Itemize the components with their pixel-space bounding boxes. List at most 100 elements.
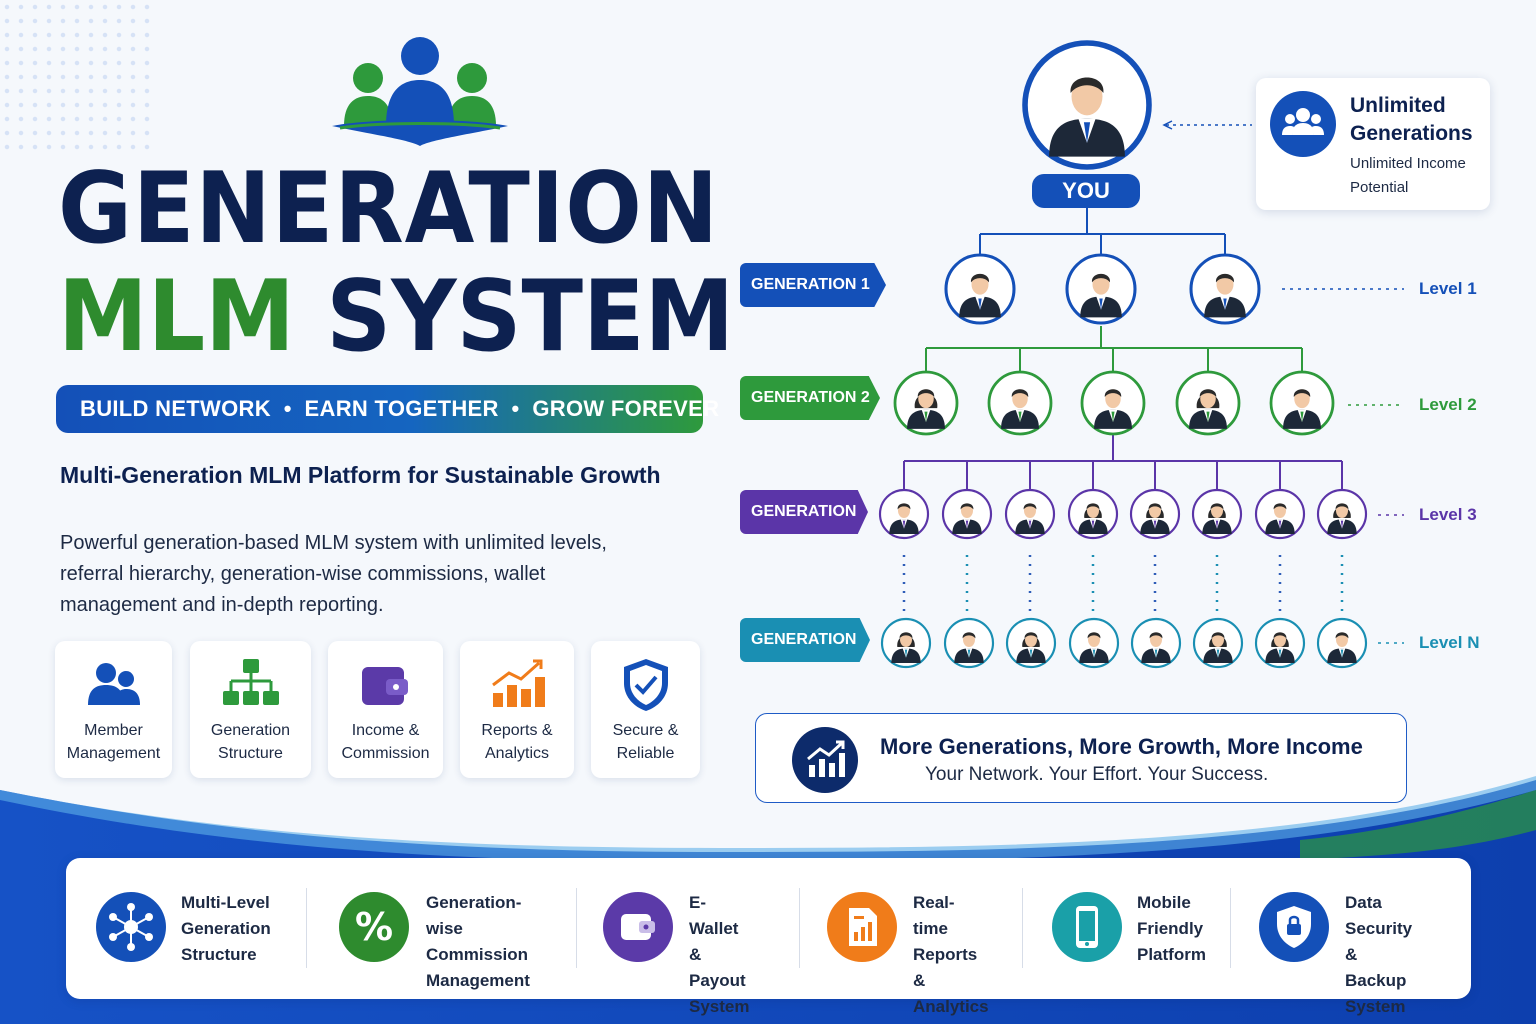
divider bbox=[1230, 888, 1231, 968]
level-1-label: Level 1 bbox=[1419, 279, 1477, 298]
title-line1: GENERATION bbox=[58, 152, 720, 266]
bottom-label: Platform bbox=[1137, 945, 1206, 964]
feature-card-reports: Reports & Analytics bbox=[460, 641, 574, 778]
divider bbox=[576, 888, 577, 968]
genN-member bbox=[1130, 617, 1182, 669]
you-avatar bbox=[1022, 40, 1152, 170]
feature-label: Reliable bbox=[616, 745, 675, 762]
growth-subtitle: Your Network. Your Effort. Your Success. bbox=[925, 764, 1269, 785]
title-line2: MLM SYSTEM bbox=[58, 268, 734, 366]
growth-title: More Generations, More Growth, More Inco… bbox=[880, 734, 1363, 759]
gen1-member bbox=[1065, 253, 1137, 325]
gen2-member bbox=[987, 370, 1053, 436]
shield-check-icon bbox=[623, 659, 668, 711]
feature-label: Analytics bbox=[484, 745, 550, 762]
users-icon bbox=[87, 663, 140, 705]
growth-chart-icon bbox=[792, 727, 858, 793]
generation-3-tag: GENERATION 3 bbox=[740, 490, 868, 534]
gen3-member bbox=[1129, 488, 1181, 540]
bottom-label: Payout bbox=[689, 971, 746, 990]
report-icon bbox=[827, 892, 897, 962]
decorative-dots bbox=[0, 0, 150, 150]
gen1-member bbox=[944, 253, 1016, 325]
bottom-label: Friendly bbox=[1137, 919, 1204, 938]
bottom-label: System bbox=[1345, 997, 1406, 1016]
feature-label: Secure & bbox=[612, 722, 679, 739]
divider bbox=[799, 888, 800, 968]
description: Powerful generation-based MLM system wit… bbox=[60, 532, 607, 616]
generation-1-tag: GENERATION 1 bbox=[740, 263, 886, 307]
connector-gen1 bbox=[979, 208, 1226, 256]
gen3-member bbox=[1316, 488, 1368, 540]
gen3-member bbox=[878, 488, 930, 540]
bottom-label: System bbox=[689, 997, 750, 1016]
mobile-icon bbox=[1052, 892, 1122, 962]
title-system: SYSTEM bbox=[326, 260, 735, 374]
connector-gen3 bbox=[903, 434, 1343, 489]
gen3-member bbox=[1067, 488, 1119, 540]
genN-member bbox=[1068, 617, 1120, 669]
feature-label: Reports & bbox=[481, 722, 553, 739]
unlimited-sub: Unlimited Income bbox=[1350, 155, 1466, 172]
wallet-icon bbox=[603, 892, 673, 962]
svg-text:%: % bbox=[355, 905, 393, 949]
bottom-label: Generation bbox=[181, 919, 271, 938]
level-2-label: Level 2 bbox=[1419, 395, 1477, 414]
feature-label: Member bbox=[84, 722, 143, 739]
unlimited-sub: Potential bbox=[1350, 179, 1409, 196]
bottom-label: Commission bbox=[426, 945, 529, 964]
genN-member bbox=[1005, 617, 1057, 669]
gen3-member bbox=[1254, 488, 1306, 540]
gen1-member bbox=[1189, 253, 1261, 325]
logo-icon bbox=[332, 37, 508, 146]
genN-member bbox=[1316, 617, 1368, 669]
divider bbox=[306, 888, 307, 968]
network-icon bbox=[96, 892, 166, 962]
feature-label: Structure bbox=[218, 745, 283, 762]
connector-gen2 bbox=[925, 326, 1303, 372]
subtitle: Multi-Generation MLM Platform for Sustai… bbox=[60, 462, 661, 488]
tagline-banner: BUILD NETWORK • EARN TOGETHER • GROW FOR… bbox=[56, 385, 719, 433]
bottom-label: Data Security bbox=[1345, 893, 1413, 938]
level-3-label: Level 3 bbox=[1419, 505, 1477, 524]
unlimited-title: Generations bbox=[1350, 122, 1473, 145]
growth-banner: More Generations, More Growth, More Inco… bbox=[755, 713, 1407, 803]
bottom-label: Management bbox=[426, 971, 530, 990]
title-mlm: MLM bbox=[58, 260, 295, 374]
generation-2-tag: GENERATION 2 bbox=[740, 376, 880, 420]
gen2-member bbox=[1269, 370, 1335, 436]
users-icon bbox=[1270, 91, 1336, 157]
hierarchy-icon bbox=[222, 659, 279, 705]
genN-member bbox=[1254, 617, 1306, 669]
bottom-label: Real-time bbox=[913, 893, 955, 938]
feature-label: Commission bbox=[341, 745, 430, 762]
bottom-label: Multi-Level bbox=[181, 893, 270, 912]
feature-card-income: Income & Commission bbox=[328, 641, 443, 778]
feature-label: Management bbox=[66, 745, 161, 762]
unlimited-title: Unlimited bbox=[1350, 94, 1446, 117]
wallet-icon bbox=[361, 667, 408, 705]
gen2-member bbox=[893, 370, 959, 436]
bottom-label: Mobile bbox=[1137, 893, 1191, 912]
gen3-member bbox=[941, 488, 993, 540]
gen2-member bbox=[1175, 370, 1241, 436]
bottom-label: Analytics bbox=[913, 997, 989, 1016]
pointer-arrow bbox=[1162, 120, 1173, 130]
bottom-label: Generation-wise bbox=[426, 893, 522, 938]
feature-card-secure: Secure & Reliable bbox=[591, 641, 700, 778]
genN-member bbox=[943, 617, 995, 669]
bottom-label: Reports & bbox=[913, 945, 978, 990]
lock-icon bbox=[1259, 892, 1329, 962]
percent-icon: % bbox=[339, 892, 409, 962]
generation-n-tag: GENERATION N bbox=[740, 618, 870, 662]
genN-member bbox=[880, 617, 932, 669]
bar-chart-icon bbox=[492, 659, 545, 707]
level-n-label: Level N bbox=[1419, 633, 1480, 652]
feature-label: Income & bbox=[351, 722, 420, 739]
genN-member bbox=[1192, 617, 1244, 669]
